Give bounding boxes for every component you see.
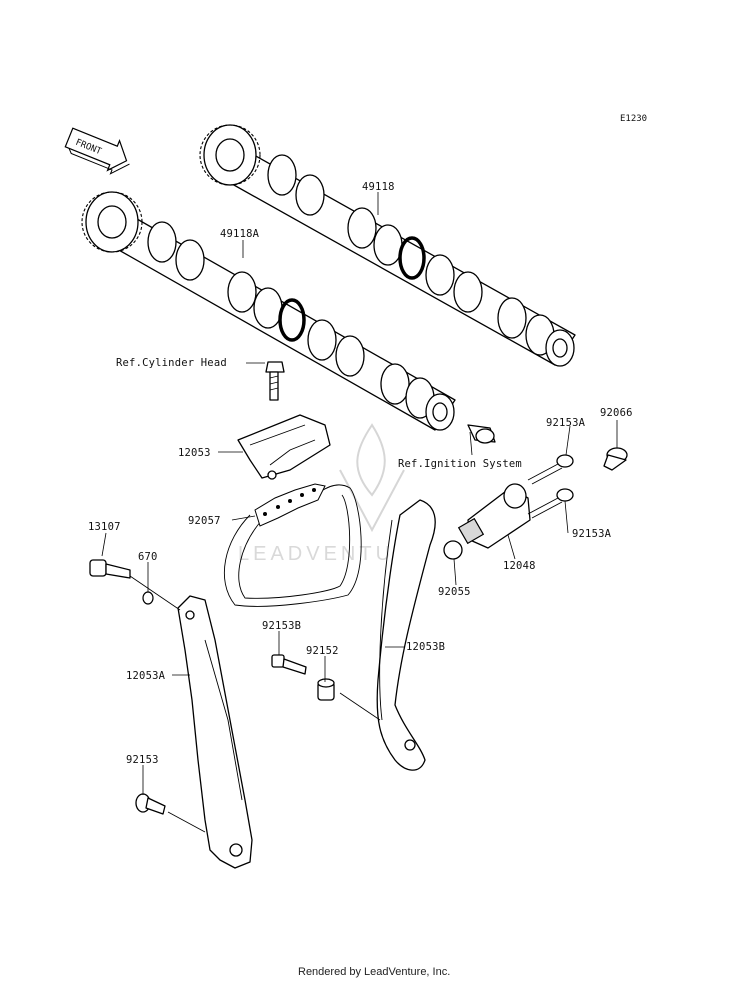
label-49118: 49118 — [362, 181, 395, 193]
bolt-92153 — [135, 793, 166, 815]
watermark-logo: LEADVENTURE — [238, 423, 430, 565]
bolt-92153a-top — [527, 454, 574, 485]
camshaft-exhaust — [199, 124, 576, 367]
label-12053: 12053 — [178, 447, 211, 459]
label-92057: 92057 — [188, 515, 221, 527]
tensioner-guide — [376, 499, 436, 771]
washer-670 — [142, 591, 154, 605]
label-ref-ignition-system: Ref.Ignition System — [398, 458, 522, 470]
leader-lines — [101, 192, 618, 833]
label-92152: 92152 — [306, 645, 339, 657]
tensioner-plug — [603, 447, 628, 471]
label-12048: 12048 — [503, 560, 536, 572]
label-12053a: 12053A — [126, 670, 166, 682]
bolt-92153b — [271, 654, 307, 675]
front-arrow-icon: FRONT — [64, 127, 130, 175]
label-49118a: 49118A — [220, 228, 260, 240]
diagram-code: E1230 — [620, 114, 647, 124]
label-92066: 92066 — [600, 407, 633, 419]
label-92153: 92153 — [126, 754, 159, 766]
bolt-13107 — [89, 559, 131, 579]
bolt-cylinder-head — [265, 361, 285, 401]
label-670: 670 — [138, 551, 158, 563]
label-12053b: 12053B — [406, 641, 445, 653]
label-ref-cylinder-head: Ref.Cylinder Head — [116, 357, 227, 369]
chain-tensioner — [457, 483, 531, 549]
chain-guide-upper — [237, 414, 331, 480]
ignition-rotor — [467, 424, 496, 444]
label-92153a-bottom: 92153A — [572, 528, 612, 540]
label-13107: 13107 — [88, 521, 121, 533]
o-ring-92055 — [443, 540, 463, 560]
cam-sprocket-teeth — [199, 124, 261, 186]
camshaft-intake — [81, 191, 456, 431]
cam-chain — [223, 483, 362, 607]
label-92153b: 92153B — [262, 620, 301, 632]
collar-92152 — [317, 678, 335, 701]
label-92153a-top: 92153A — [546, 417, 586, 429]
watermark-text: LEADVENTURE — [238, 543, 430, 565]
footer-credit: Rendered by LeadVenture, Inc. — [298, 966, 450, 978]
label-92055: 92055 — [438, 586, 471, 598]
fixed-guide — [177, 595, 253, 869]
